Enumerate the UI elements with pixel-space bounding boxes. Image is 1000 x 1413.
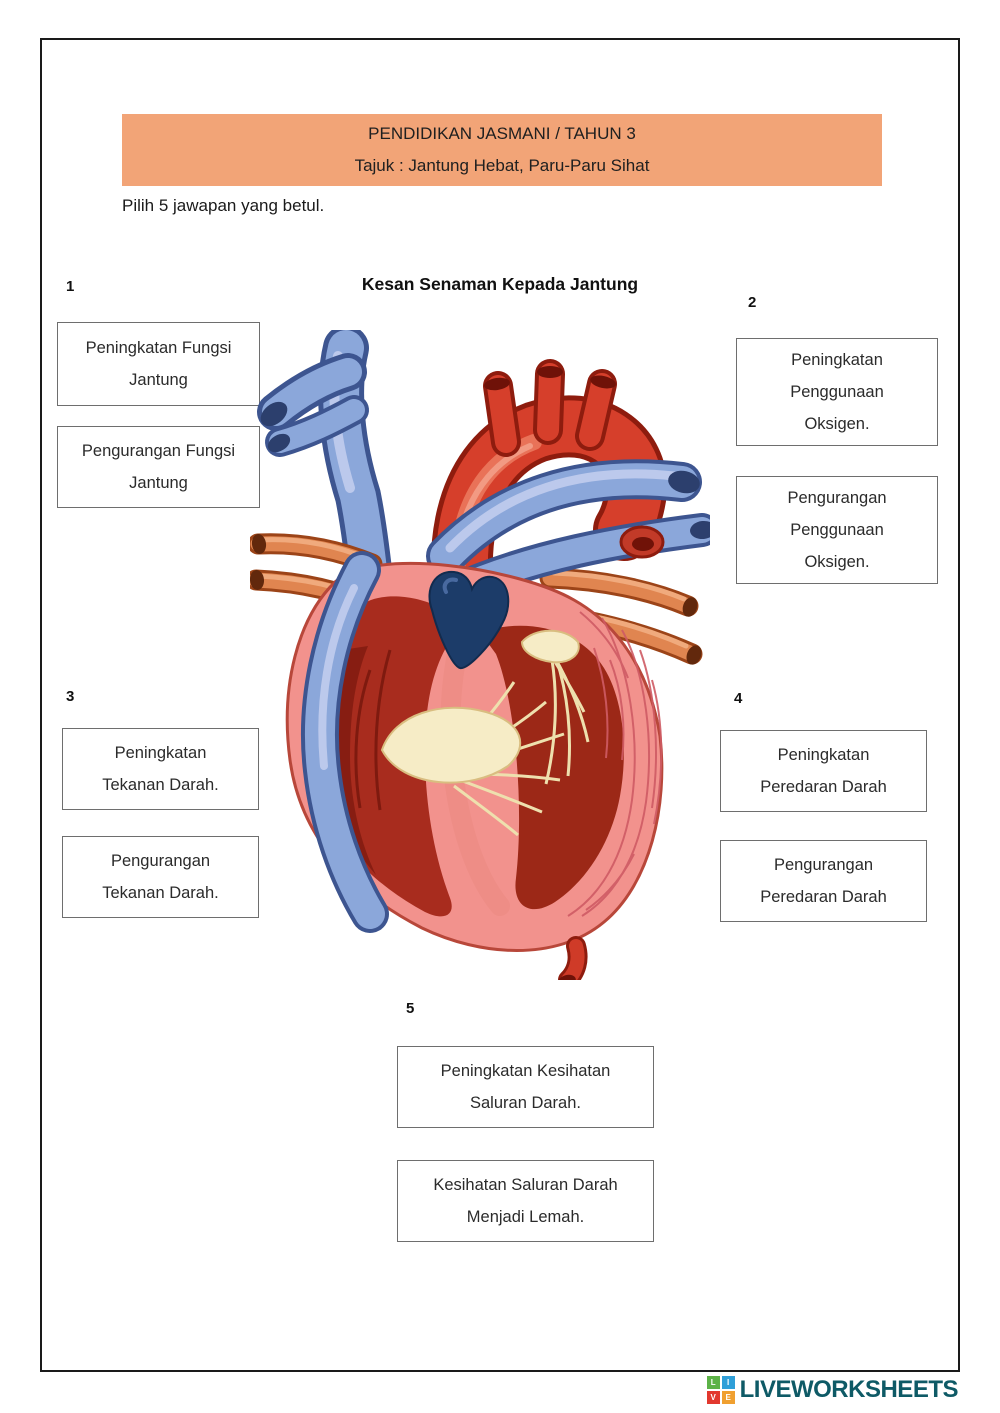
option-text: Penggunaan bbox=[790, 382, 884, 401]
option-text: Pengurangan bbox=[787, 488, 887, 507]
option-box-q1-b[interactable]: Pengurangan Fungsi Jantung bbox=[57, 426, 260, 508]
option-text: Penggunaan bbox=[790, 520, 884, 539]
option-box-q2-a[interactable]: Peningkatan Penggunaan Oksigen. bbox=[736, 338, 938, 446]
diagram-title: Kesan Senaman Kepada Jantung bbox=[361, 274, 639, 294]
logo-square-e: E bbox=[721, 1391, 735, 1404]
option-text: Pengurangan bbox=[773, 855, 874, 874]
heart-valves bbox=[380, 629, 590, 837]
question-number-1: 1 bbox=[66, 278, 75, 295]
brand-name: LIVEWORKSHEETS bbox=[739, 1376, 959, 1403]
logo-square-i: I bbox=[721, 1376, 735, 1389]
atrial-appendage bbox=[428, 570, 510, 670]
header-title: PENDIDIKAN JASMANI / TAHUN 3 bbox=[368, 124, 636, 143]
aorta-cut-end bbox=[619, 525, 665, 559]
logo-square-l: L bbox=[706, 1376, 720, 1389]
option-text: Oksigen. bbox=[804, 414, 870, 433]
logo-square-v: V bbox=[706, 1391, 720, 1404]
option-box-q1-a[interactable]: Peningkatan Fungsi Jantung bbox=[57, 322, 260, 406]
option-text: Saluran Darah. bbox=[470, 1093, 581, 1112]
question-number-5: 5 bbox=[406, 1000, 415, 1017]
option-box-q4-b[interactable]: Pengurangan Peredaran Darah bbox=[720, 840, 927, 922]
question-number-4: 4 bbox=[734, 690, 743, 707]
option-text: Pengurangan bbox=[110, 851, 211, 870]
option-text: Pengurangan Fungsi bbox=[81, 441, 236, 460]
option-text: Kesihatan Saluran Darah bbox=[433, 1175, 618, 1194]
instruction-text: Pilih 5 jawapan yang betul. bbox=[122, 196, 325, 215]
option-text: Peningkatan bbox=[777, 745, 870, 764]
option-box-q4-a[interactable]: Peningkatan Peredaran Darah bbox=[720, 730, 927, 812]
option-text: Jantung bbox=[129, 370, 188, 389]
option-box-q3-a[interactable]: Peningkatan Tekanan Darah. bbox=[62, 728, 259, 810]
option-box-q2-b[interactable]: Pengurangan Penggunaan Oksigen. bbox=[736, 476, 938, 584]
question-number-2: 2 bbox=[748, 294, 757, 311]
option-text: Peredaran Darah bbox=[760, 887, 887, 906]
apex-vessel bbox=[558, 936, 588, 980]
heart-wall-texture bbox=[567, 611, 663, 917]
liveworksheets-icon: L I V E bbox=[706, 1376, 735, 1404]
option-text: Tekanan Darah. bbox=[102, 883, 219, 902]
worksheet-header: PENDIDIKAN JASMANI / TAHUN 3 Tajuk : Jan… bbox=[122, 114, 882, 186]
option-text: Peningkatan Kesihatan bbox=[440, 1061, 611, 1080]
option-text: Jantung bbox=[129, 473, 188, 492]
liveworksheets-logo[interactable]: L I V E LIVEWORKSHEETS bbox=[706, 1376, 959, 1404]
option-text: Peningkatan bbox=[114, 743, 207, 762]
option-text: Tekanan Darah. bbox=[102, 775, 219, 794]
option-text: Oksigen. bbox=[804, 552, 870, 571]
heart-illustration bbox=[250, 330, 710, 980]
option-box-q5-a[interactable]: Peningkatan Kesihatan Saluran Darah. bbox=[397, 1046, 654, 1128]
option-box-q3-b[interactable]: Pengurangan Tekanan Darah. bbox=[62, 836, 259, 918]
option-text: Peningkatan bbox=[791, 350, 883, 369]
option-text: Peredaran Darah bbox=[760, 777, 887, 796]
option-box-q5-b[interactable]: Kesihatan Saluran Darah Menjadi Lemah. bbox=[397, 1160, 654, 1242]
option-text: Peningkatan Fungsi bbox=[85, 338, 232, 357]
vena-cava-lower bbox=[301, 551, 389, 933]
question-number-3: 3 bbox=[66, 688, 75, 705]
option-text: Menjadi Lemah. bbox=[466, 1207, 585, 1226]
header-subtitle: Tajuk : Jantung Hebat, Paru-Paru Sihat bbox=[354, 156, 650, 175]
